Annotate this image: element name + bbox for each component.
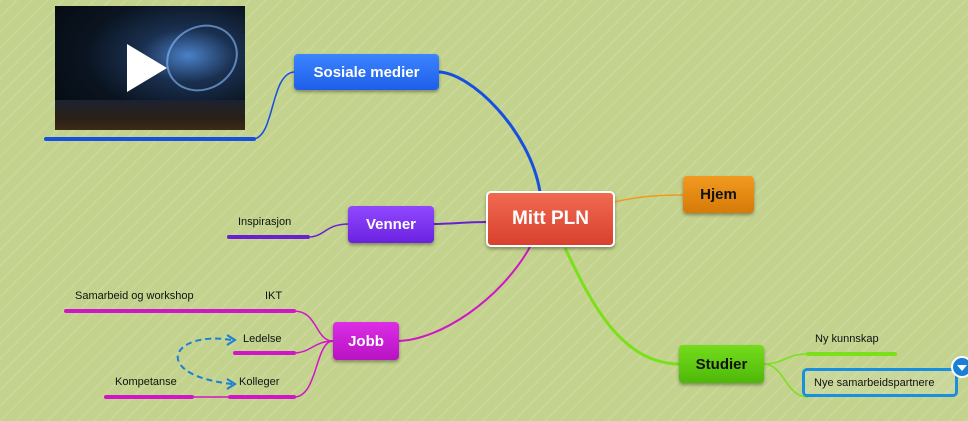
topic-jobb[interactable]: Jobb [333,322,399,360]
subtopic-kolleger[interactable]: Kolleger [239,376,280,388]
connector-sosiale-video [252,71,296,140]
topic-studier[interactable]: Studier [679,345,764,383]
video-ground [55,100,245,130]
connector-hjem [613,194,685,203]
topic-venner[interactable]: Venner [348,206,434,243]
connector-studier [563,247,681,366]
subtopic-ikt[interactable]: IKT [265,290,283,302]
central-topic[interactable]: Mitt PLN [486,191,615,247]
connector-venner [432,221,488,225]
relationship-arrowhead-bottom [226,378,237,390]
play-icon[interactable] [127,44,167,92]
subtopic-ledelse[interactable]: Ledelse [243,333,282,345]
connector-sosiale [437,70,542,193]
topic-hjem[interactable]: Hjem [683,176,754,213]
subtopic-inspirasjon[interactable]: Inspirasjon [238,216,292,228]
collapse-toggle-icon[interactable] [951,356,968,378]
subtopic-kompetanse[interactable]: Kompetanse [115,376,177,388]
subtopic-nye-samarbeidspartnere[interactable]: Nye samarbeidspartnere [802,368,958,397]
subtopic-ny-kunnskap[interactable]: Ny kunnskap [815,333,879,345]
connector-ikt [293,310,334,342]
topic-sosiale-medier[interactable]: Sosiale medier [294,54,439,90]
subtopic-nye-samarbeidspartnere-label: Nye samarbeidspartnere [814,376,935,389]
video-swirl [153,11,245,105]
subtopic-samarbeid[interactable]: Samarbeid og workshop [75,290,194,302]
video-thumbnail[interactable] [55,6,245,130]
connector-kolleger [293,340,334,398]
connector-nye-samarbeid [762,363,809,398]
connector-inspirasjon [307,223,350,238]
relationship-arrow[interactable] [177,337,233,385]
connector-ny-kunnskap [762,353,809,365]
relationship-arrowhead-top [226,334,237,346]
connector-jobb [397,246,531,342]
